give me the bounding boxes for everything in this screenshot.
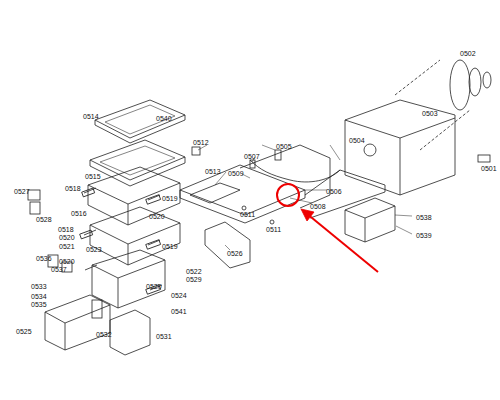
callout-number: 0503: [422, 110, 438, 118]
callout-number: 0519: [162, 195, 178, 203]
callout-number: 0505: [276, 143, 292, 151]
callout-number: 0521: [59, 243, 75, 251]
callout-number: 0529: [186, 276, 202, 284]
callout-number: 0519: [162, 243, 178, 251]
callout-number: 0512: [193, 139, 209, 147]
callout-number: 0537: [51, 266, 67, 274]
leader-lines: [198, 145, 412, 250]
callout-number: 0520: [59, 234, 75, 242]
pointer-arrow: [306, 213, 378, 272]
callout-number: 0508: [310, 203, 326, 211]
callout-number: 0518: [58, 226, 74, 234]
callout-number: 0532: [96, 331, 112, 339]
shelf-stack: [28, 100, 185, 355]
callout-number: 0511: [266, 226, 281, 234]
fan-housing: [345, 60, 491, 242]
callout-number: 0520: [149, 213, 165, 221]
callout-number: 0539: [416, 232, 432, 240]
callout-number: 0504: [349, 137, 365, 145]
callout-number: 0520: [59, 258, 75, 266]
callout-number: 0514: [83, 113, 99, 121]
callout-number: 0525: [16, 328, 32, 336]
callout-number: 0533: [31, 283, 47, 291]
callout-number: 0513: [205, 168, 221, 176]
callout-number: 0522: [186, 268, 202, 276]
callout-number: 0511: [240, 211, 255, 219]
arrow-head: [301, 209, 314, 221]
callout-number: 0540: [156, 115, 172, 123]
callout-number: 0541: [171, 308, 187, 316]
callout-number: 0515: [85, 173, 101, 181]
callout-number: 0535: [31, 301, 47, 309]
callout-number: 0534: [31, 293, 47, 301]
callout-number: 0520: [146, 283, 162, 291]
callout-number: 0524: [171, 292, 187, 300]
callout-number: 0536: [36, 255, 52, 263]
callout-number: 0523: [86, 246, 102, 254]
callout-number: 0531: [156, 333, 172, 341]
callout-number: 0528: [36, 216, 52, 224]
callout-number: 0518: [65, 185, 81, 193]
callout-number: 0527: [14, 188, 30, 196]
callout-number: 0506: [326, 188, 342, 196]
callout-number: 0509: [228, 170, 244, 178]
callout-number: 0501: [481, 165, 497, 173]
callout-number: 0526: [227, 250, 243, 258]
highlight-circle: [277, 184, 299, 206]
callout-number: 0538: [416, 214, 432, 222]
callout-number: 0516: [71, 210, 87, 218]
callout-number: 0507: [244, 153, 260, 161]
callout-number: 0502: [460, 50, 476, 58]
